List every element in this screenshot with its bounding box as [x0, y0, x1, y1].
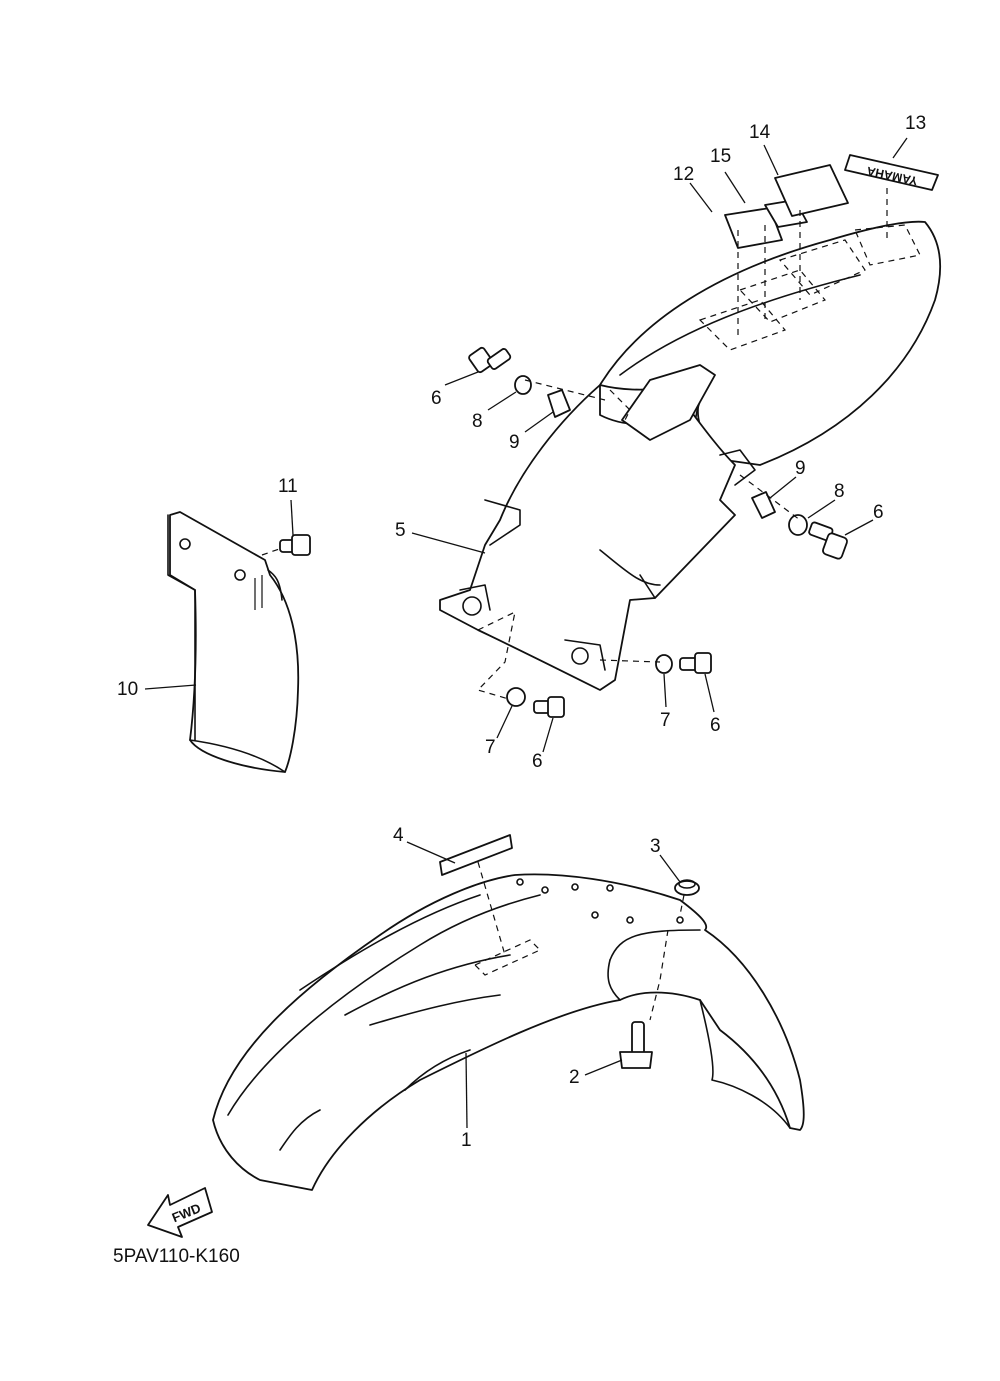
callout-1: 1	[461, 1130, 472, 1151]
callout-9-upper-left: 9	[509, 432, 520, 453]
bolt-6-bottom-left	[533, 696, 565, 718]
callout-3: 3	[650, 836, 661, 857]
callout-8-upper-left: 8	[472, 411, 483, 432]
fwd-arrow-icon: FWD	[147, 1187, 213, 1238]
callout-6-upper-left: 6	[431, 388, 442, 409]
callout-9-right: 9	[795, 458, 806, 479]
callout-6-right: 6	[873, 502, 884, 523]
nut-9-right	[751, 491, 776, 519]
callout-2: 2	[569, 1067, 580, 1088]
callout-6-bottom-right: 6	[710, 715, 721, 736]
callout-8-right: 8	[834, 481, 845, 502]
bolt-2	[619, 1021, 653, 1069]
callouts: 13 14 15 12 6 8 9 11 5 10 9 8 6 7 6 7 6 …	[117, 113, 926, 1151]
callout-6-bottom-left: 6	[532, 751, 543, 772]
callout-15: 15	[710, 146, 731, 167]
nut-9-upper-left	[547, 389, 571, 418]
callout-7-bottom-left: 7	[485, 737, 496, 758]
rear-fender	[439, 220, 942, 701]
collar-7-bottom-left	[506, 687, 526, 707]
diagram-code: 5PAV110-K160	[113, 1246, 240, 1267]
bolt-6-right	[808, 521, 848, 560]
collar-7-bottom-right	[655, 654, 673, 674]
callout-5: 5	[395, 520, 406, 541]
callout-12: 12	[673, 164, 694, 185]
bolt-6-bottom-right	[679, 652, 712, 674]
decal-12	[724, 207, 783, 249]
decal-14	[774, 164, 849, 217]
leader-lines	[144, 137, 908, 1129]
decal-4	[439, 834, 513, 876]
washer-8-upper-left	[514, 375, 532, 395]
callout-14: 14	[749, 122, 771, 143]
callout-4: 4	[393, 825, 404, 846]
callout-7-bottom-right: 7	[660, 710, 671, 731]
front-fender	[212, 873, 805, 1191]
mud-flap	[167, 511, 300, 773]
bolt-6-upper-left	[468, 346, 512, 374]
callout-11: 11	[278, 476, 298, 497]
callout-10: 10	[117, 679, 138, 700]
screw-11	[279, 534, 311, 556]
yamaha-decal: YAMAHA	[844, 154, 939, 191]
washer-8-right	[788, 514, 808, 536]
callout-13: 13	[905, 113, 926, 134]
grommet-3	[674, 879, 700, 896]
